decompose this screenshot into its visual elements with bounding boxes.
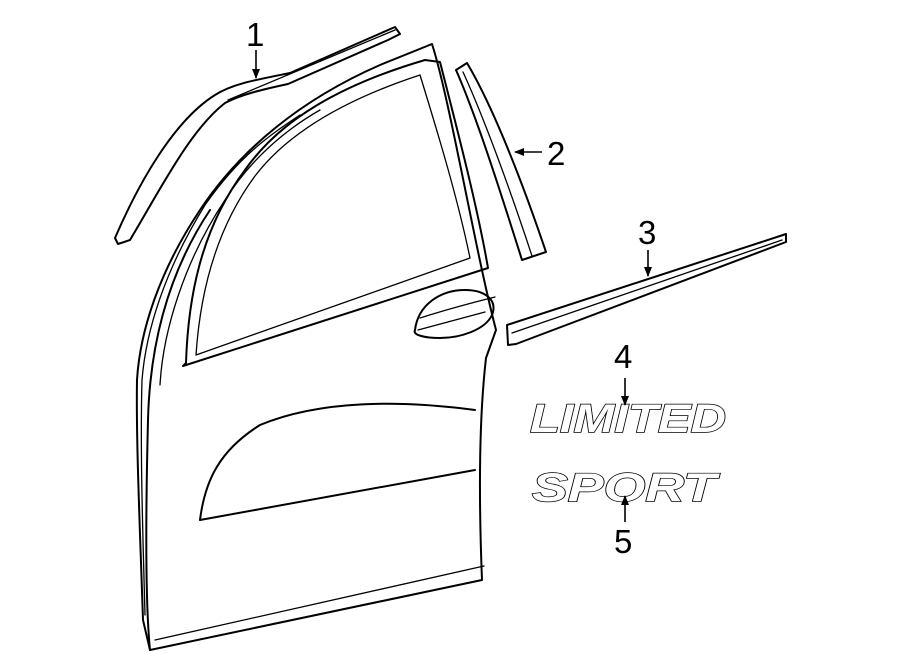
callout-3: 3	[638, 214, 656, 251]
part-1-frame-molding[interactable]	[114, 26, 401, 245]
part-5-sport-emblem[interactable]: SPORT	[531, 465, 721, 510]
part-2-pillar-applique[interactable]	[455, 62, 547, 261]
front-door	[135, 43, 497, 651]
callout-1: 1	[246, 16, 264, 53]
callout-5: 5	[614, 523, 632, 560]
part-4-limited-emblem[interactable]: LIMITED	[529, 396, 726, 441]
part-3-belt-molding[interactable]	[506, 233, 787, 346]
limited-emblem-text: LIMITED	[530, 397, 726, 441]
callout-2: 2	[547, 135, 565, 172]
callout-4: 4	[614, 338, 632, 375]
sport-emblem-text: SPORT	[532, 466, 721, 510]
